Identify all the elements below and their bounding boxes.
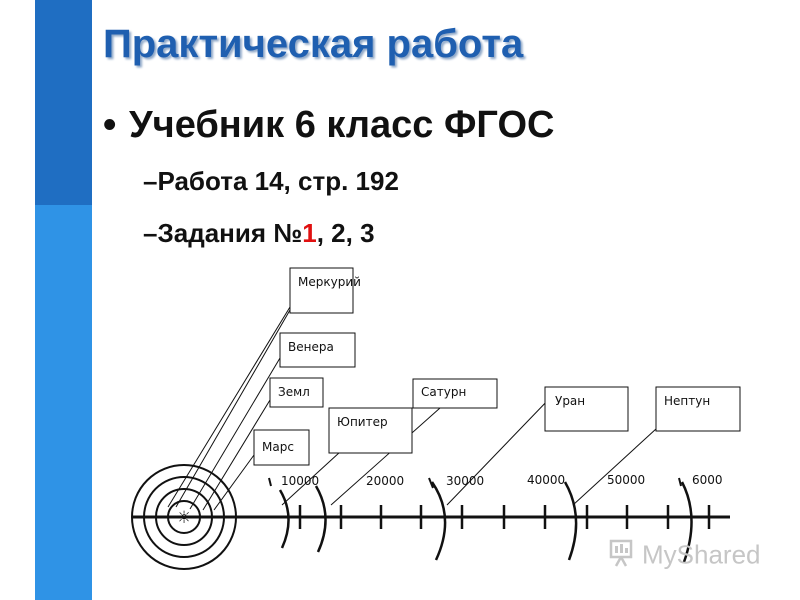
planet-label-mercury: Меркурий [298, 275, 361, 289]
watermark: MyShared [606, 538, 761, 575]
scale-label: 30000 [446, 474, 484, 488]
side-bar-dark [35, 0, 92, 205]
bullet-text: Учебник 6 класс ФГОС [129, 104, 555, 146]
sub-item-tasks: –Задания №1, 2, 3 [143, 218, 375, 249]
planet-label-mars: Марс [262, 440, 294, 454]
planet-box-venus [279, 332, 356, 368]
planet-label-neptune: Нептун [664, 394, 710, 408]
planet-box-saturn [412, 378, 498, 409]
scale-mark [428, 477, 434, 489]
tasks-highlight: 1 [302, 218, 317, 248]
planet-label-uranus: Уран [555, 394, 585, 408]
presentation-board-icon [606, 538, 638, 575]
planet-box-mercury [289, 267, 354, 314]
leader-uranus [446, 396, 552, 506]
scale-label: 20000 [366, 474, 404, 488]
watermark-text: MyShared [642, 539, 761, 570]
sub-item-work-text: Работа 14, стр. 192 [157, 166, 399, 196]
tasks-prefix: Задания № [157, 218, 303, 248]
orbit-arc-uranus [563, 481, 578, 561]
sub-item-work: –Работа 14, стр. 192 [143, 166, 399, 197]
leader-mercury [167, 306, 291, 508]
sun-icon: ☼ [176, 508, 191, 528]
planet-box-earth [269, 377, 324, 408]
leader-venus [189, 357, 281, 510]
leader-saturn [330, 407, 441, 506]
orbit-arc-jupiter [314, 485, 327, 553]
dash-mark: – [143, 166, 158, 196]
scale-label: 10000 [281, 474, 319, 488]
planet-label-earth: Земл [278, 385, 310, 399]
bullet-textbook: • Учебник 6 класс ФГОС [103, 104, 554, 147]
planet-box-neptune [655, 386, 741, 432]
orbit-arc-mars [278, 489, 290, 549]
leader-mercury [175, 309, 291, 508]
leader-mars [213, 454, 255, 511]
dash-mark: – [143, 218, 158, 248]
bullet-mark: • [103, 104, 117, 146]
planet-label-saturn: Сатурн [421, 385, 466, 399]
scale-label: 50000 [607, 473, 645, 487]
leader-jupiter [281, 451, 341, 506]
planet-label-venus: Венера [288, 340, 334, 354]
orbit-arc-neptune [680, 481, 693, 563]
scale-label: 6000 [692, 473, 723, 487]
planet-label-jupiter: Юпитер [337, 415, 388, 429]
scale-label: 40000 [527, 473, 565, 487]
planet-box-uranus [544, 386, 629, 432]
orbit-arc-saturn [430, 481, 447, 561]
scale-mark [678, 477, 682, 487]
slide-title: Практическая работа [103, 22, 524, 66]
scale-mark [268, 477, 272, 487]
planet-box-mars [253, 429, 310, 466]
tasks-suffix: , 2, 3 [316, 218, 375, 248]
side-bar-light [35, 205, 92, 600]
leader-earth [202, 399, 271, 511]
planet-box-jupiter [328, 407, 413, 454]
